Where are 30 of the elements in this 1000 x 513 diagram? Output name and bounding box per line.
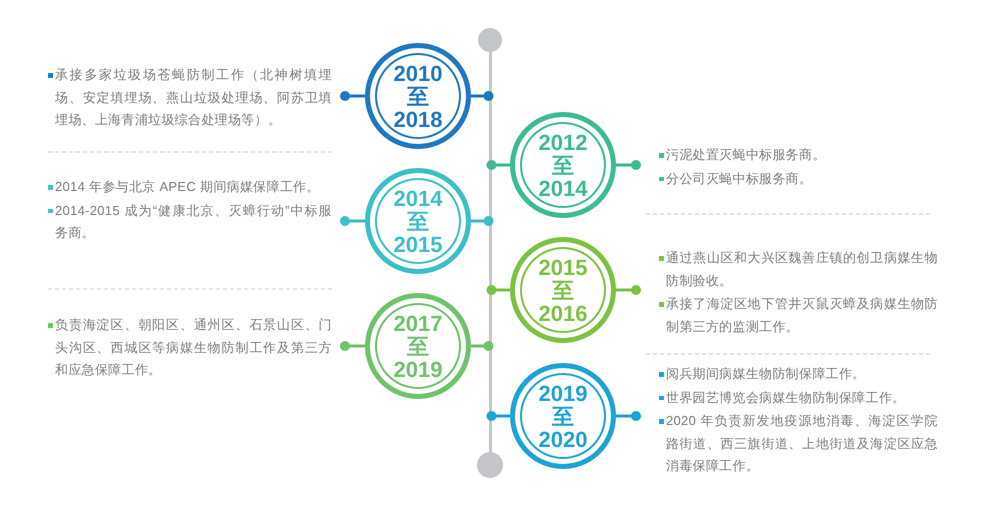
connector-line: [340, 91, 365, 101]
connector-line: [471, 341, 494, 351]
bullet-text: 污泥处置灭蝇中标服务商。: [666, 146, 827, 164]
bullet-text: 分公司灭蝇中标服务商。: [666, 170, 814, 188]
bullet-text: 阅兵期间病媒生物防制保障工作。: [666, 365, 866, 383]
year-label: 2012至2014: [538, 130, 588, 200]
bullet-text: 负责海淀区、朝阳区、通州区、石景山区、门头沟区、西城区等病媒生物防制工作及第三方和应急保障工作。: [55, 316, 332, 379]
connector-line: [486, 285, 510, 295]
bullet-text: 2020 年负责新发地疫源地消毒、海淀区学院路街道、西三旗街道、上地街道及海淀区应急消毒保障工作。: [666, 412, 938, 475]
connector-line: [486, 160, 510, 170]
year-label: 2015至2016: [538, 256, 588, 324]
year-label: 2010至2018: [392, 62, 444, 130]
bullet-text: 承接多家垃圾场苍蝇防制工作（北神树填埋场、安定填埋场、燕山垃圾处理场、阿苏卫填埋场、上海青浦垃圾综合处理场等）。: [55, 66, 332, 129]
bullet-text: 2014 年参与北京 APEC 期间病媒保障工作。: [55, 178, 321, 196]
year-label: 2017至2019: [392, 312, 444, 380]
connector-line: [340, 216, 365, 226]
connector-line: [616, 160, 641, 170]
bullet-text: 承接了海淀区地下管井灭鼠灭蟑及病媒生物防制第三方的监测工作。: [666, 295, 938, 336]
connector-line: [471, 91, 494, 101]
bullet-text: 2014-2015 成为“健康北京、灭蟑行动”中标服务商。: [55, 202, 332, 242]
connector-line: [340, 341, 365, 351]
bullet-text: 通过燕山区和大兴区魏善庄镇的创卫病媒生物防制验收。: [666, 249, 938, 290]
year-label: 2014至2015: [392, 186, 444, 256]
year-label: 2019至2020: [538, 382, 588, 450]
connector-line: [486, 411, 510, 421]
connector-line: [471, 216, 494, 226]
bullet-text: 世界园艺博览会病媒生物防制保障工作。: [666, 388, 906, 406]
connector-line: [616, 411, 641, 421]
connector-line: [616, 285, 641, 295]
timeline-line: [488, 52, 492, 452]
